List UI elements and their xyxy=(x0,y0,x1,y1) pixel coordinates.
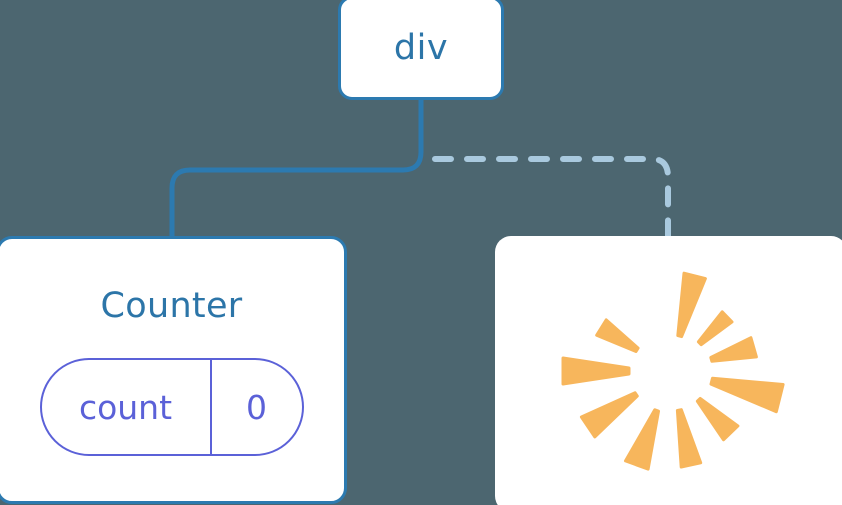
state-pill-divider xyxy=(209,360,212,454)
node-spinner[interactable] xyxy=(495,236,842,505)
burst-blade-9 xyxy=(595,318,640,353)
burst-blade-2 xyxy=(709,336,758,363)
node-counter[interactable]: Counter count 0 xyxy=(0,236,347,504)
burst-blade-3 xyxy=(709,376,785,414)
burst-blade-4 xyxy=(695,396,740,442)
edge-div-to-spinner xyxy=(432,156,671,243)
burst-spinner-icon xyxy=(561,271,785,471)
node-div[interactable]: div xyxy=(338,0,504,100)
burst-blade-0 xyxy=(676,271,707,339)
burst-blade-6 xyxy=(624,408,660,471)
state-pill-count[interactable]: count 0 xyxy=(39,358,304,456)
state-pill-value: 0 xyxy=(246,387,267,427)
node-div-label: div xyxy=(393,27,449,68)
burst-blade-5 xyxy=(675,408,703,469)
burst-blade-8 xyxy=(561,356,631,386)
burst-blade-7 xyxy=(579,391,639,439)
burst-blade-1 xyxy=(696,310,734,347)
node-counter-label: Counter xyxy=(100,286,243,326)
edge-div-to-counter xyxy=(169,97,424,243)
state-pill-key: count xyxy=(78,387,173,427)
